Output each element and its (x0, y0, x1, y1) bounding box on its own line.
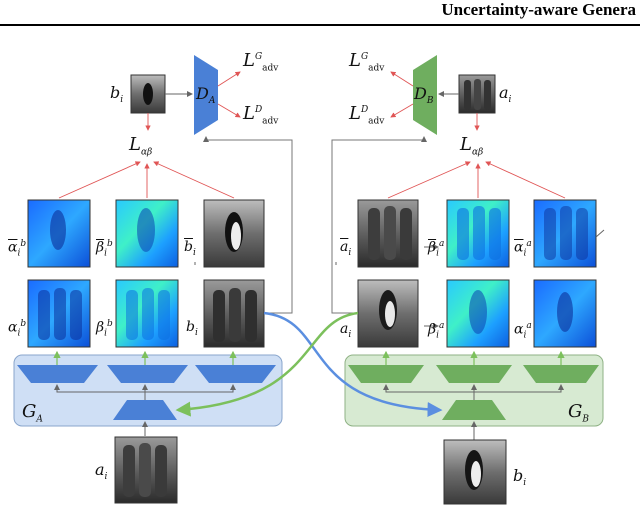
label-alpha-bar-b: αib (8, 239, 27, 259)
header-rule (0, 24, 640, 26)
label-beta-bar-b: βib (96, 239, 113, 259)
discriminator-a (194, 55, 218, 135)
loss-alpha-beta-right: Lαβ (460, 134, 484, 158)
loss-adv-g-left: LGadv (243, 50, 279, 74)
generator-a-label: GA (22, 401, 43, 425)
label-a-hat: ai (340, 321, 352, 340)
discriminator-b (413, 55, 437, 135)
label-beta-bar-a: βia (428, 239, 445, 259)
decoder-b-1 (348, 365, 424, 383)
label-a-bar: ai (340, 239, 352, 258)
loss-alpha-beta-left: Lαβ (129, 134, 153, 158)
label-b-hat: bi (186, 319, 198, 338)
label-b-i-bottom: bi (513, 466, 527, 489)
decoder-a-1 (17, 365, 98, 383)
label-a-i-top: ai (499, 83, 512, 106)
label-alpha-bar-a: αia (514, 239, 532, 259)
label-b-i-top: bi (110, 83, 124, 106)
label-alpha-hat-b: αib (8, 319, 27, 339)
loss-adv-d-left: LDadv (243, 103, 279, 127)
generator-b-label: GB (568, 401, 590, 425)
loss-adv-g-right: LGadv (349, 50, 385, 74)
discriminator-a-label: DA (196, 84, 216, 107)
label-b-bar: bi (184, 239, 196, 258)
tile-b-bar (203, 199, 265, 268)
encoder-b (442, 400, 506, 420)
decoder-b-2 (436, 365, 512, 383)
label-alpha-hat-a: αia (514, 321, 532, 341)
decoder-a-2 (107, 365, 188, 383)
decoder-a-3 (195, 365, 276, 383)
discriminator-b-label: DB (414, 84, 434, 107)
label-beta-hat-a: βia (428, 321, 445, 341)
header-title: Uncertainty-aware Genera (441, 0, 636, 19)
encoder-a (113, 400, 177, 420)
label-a-i-bottom: ai (95, 460, 108, 483)
decoder-b-3 (523, 365, 599, 383)
loss-adv-d-right: LDadv (349, 103, 385, 127)
label-beta-hat-b: βib (96, 319, 113, 339)
